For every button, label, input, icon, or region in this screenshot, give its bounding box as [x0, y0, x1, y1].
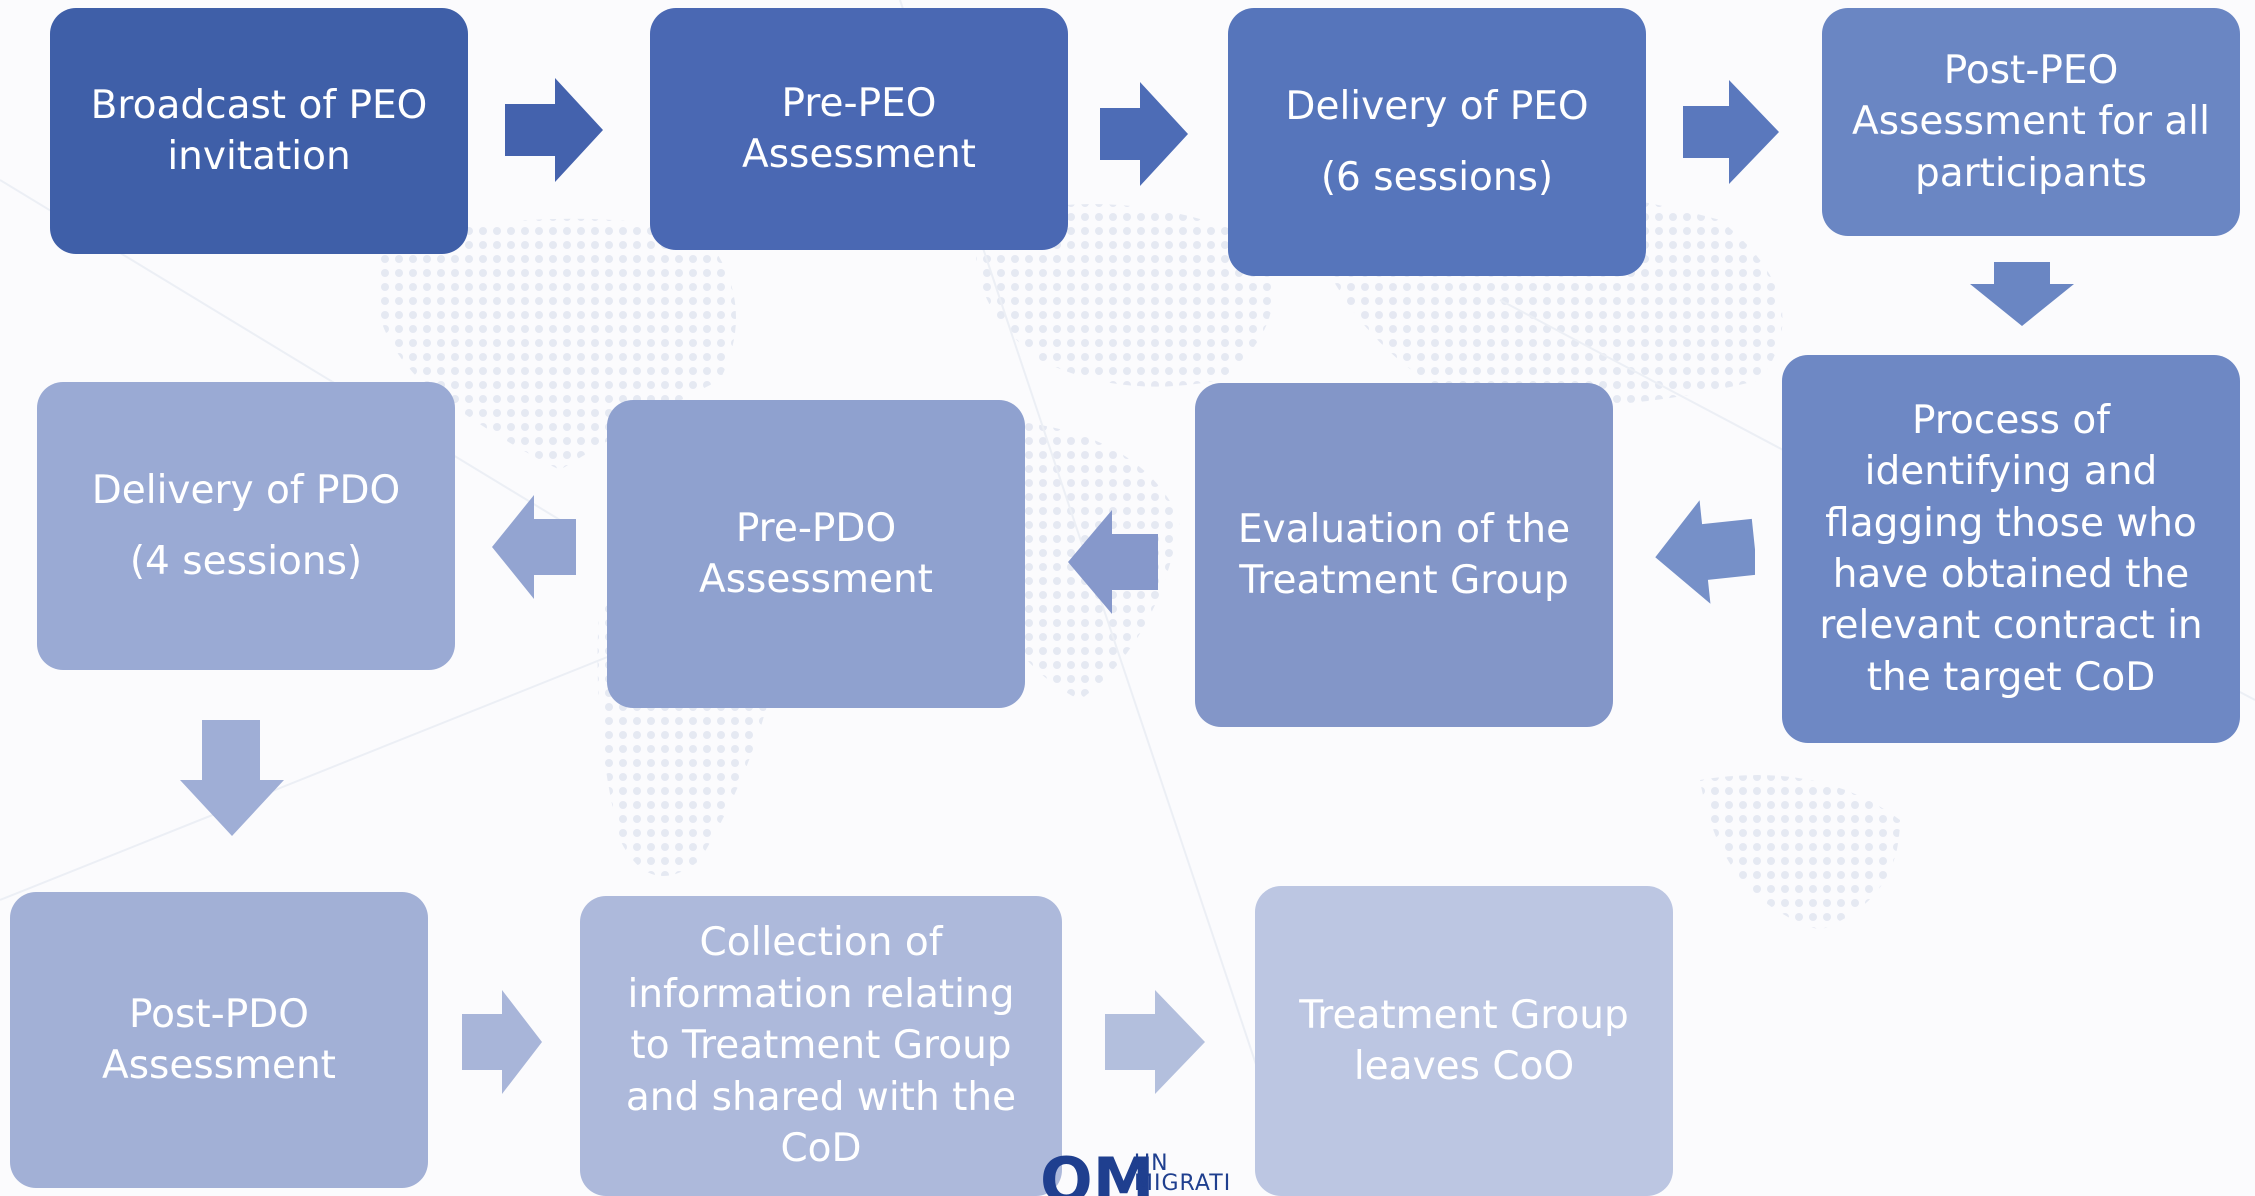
- arrow-right-icon: [505, 78, 603, 182]
- logo-text-line: MIGRATI: [1134, 1171, 1232, 1196]
- step-text-line: information relating: [627, 971, 1015, 1017]
- step-text-line: Collection of: [699, 920, 943, 966]
- step-text-line: Pre-PDO: [735, 505, 897, 551]
- step-text-line: Assessment: [699, 557, 933, 602]
- step-text-line: Process of: [1912, 397, 2110, 443]
- step-text-line: leaves CoO: [1353, 1044, 1575, 1089]
- step-text-line: Treatment Group: [1239, 558, 1569, 603]
- arrow-right-icon: [462, 990, 542, 1094]
- step-text-line: Assessment: [102, 1043, 336, 1088]
- step-text-line: (4 sessions): [129, 539, 363, 584]
- arrow-right-icon: [1105, 990, 1205, 1094]
- step-text-line: Treatment Group: [1299, 992, 1629, 1038]
- step-text-line: identifying and: [1864, 449, 2158, 495]
- step-text-line: Delivery of PEO: [1285, 83, 1589, 129]
- step-text-line: the target CoD: [1866, 654, 2156, 700]
- logo-text-line: UN: [1134, 1151, 1169, 1176]
- step-evaluation-of-treatment-group: Evaluation of the Treatment Group: [1195, 383, 1613, 727]
- arrow-right-icon: [1683, 80, 1779, 184]
- step-delivery-of-pdo: Delivery of PDO (4 sessions): [37, 382, 455, 670]
- arrow-right-icon: [1100, 82, 1188, 186]
- step-post-pdo-assessment: Post-PDO Assessment: [10, 892, 428, 1188]
- step-text-line: Evaluation of the: [1237, 506, 1571, 552]
- logo-mark: OM: [1040, 1150, 1155, 1196]
- step-text-line: CoD: [780, 1126, 862, 1172]
- step-pre-pdo-assessment: Pre-PDO Assessment: [607, 400, 1025, 708]
- step-treatment-group-leaves-coo: Treatment Group leaves CoO: [1255, 886, 1673, 1196]
- arrow-down-icon: [1970, 262, 2074, 326]
- step-delivery-of-peo: Delivery of PEO (6 sessions): [1228, 8, 1646, 276]
- step-text-line: Post-PEO: [1943, 47, 2119, 93]
- step-text-line: invitation: [167, 134, 351, 179]
- step-text-line: have obtained the: [1832, 552, 2190, 597]
- step-text-line: (6 sessions): [1320, 155, 1554, 200]
- step-text-line: Assessment for all: [1852, 99, 2210, 145]
- step-collection-of-information: Collection of information relating to Tr…: [580, 896, 1062, 1196]
- step-text-line: Assessment: [742, 132, 976, 177]
- step-post-peo-assessment: Post-PEO Assessment for all participants: [1822, 8, 2240, 236]
- step-text-line: Delivery of PDO: [91, 467, 401, 513]
- step-text-line: relevant contract in: [1819, 603, 2203, 649]
- step-text-line: Pre-PEO: [781, 80, 937, 126]
- step-text-line: Broadcast of PEO: [90, 82, 428, 128]
- logo-text: UN MIGRATI: [1134, 1151, 1232, 1196]
- arrow-left-icon: [1655, 500, 1755, 604]
- step-text-line: Post-PDO: [129, 991, 309, 1037]
- step-broadcast-peo-invitation: Broadcast of PEO invitation: [50, 8, 468, 254]
- step-text-line: to Treatment Group: [630, 1023, 1012, 1069]
- arrow-left-icon: [492, 495, 576, 599]
- step-pre-peo-assessment: Pre-PEO Assessment: [650, 8, 1068, 250]
- step-text-line: and shared with the: [625, 1074, 1017, 1120]
- step-text-line: participants: [1914, 150, 2148, 196]
- step-text-line: flagging those who: [1825, 500, 2197, 546]
- arrow-down-icon: [180, 720, 284, 836]
- arrow-left-icon: [1068, 510, 1158, 614]
- step-identify-and-flag-contracts: Process of identifying and flagging thos…: [1782, 355, 2240, 743]
- un-migration-logo: OM UN MIGRATI: [1040, 1150, 1270, 1196]
